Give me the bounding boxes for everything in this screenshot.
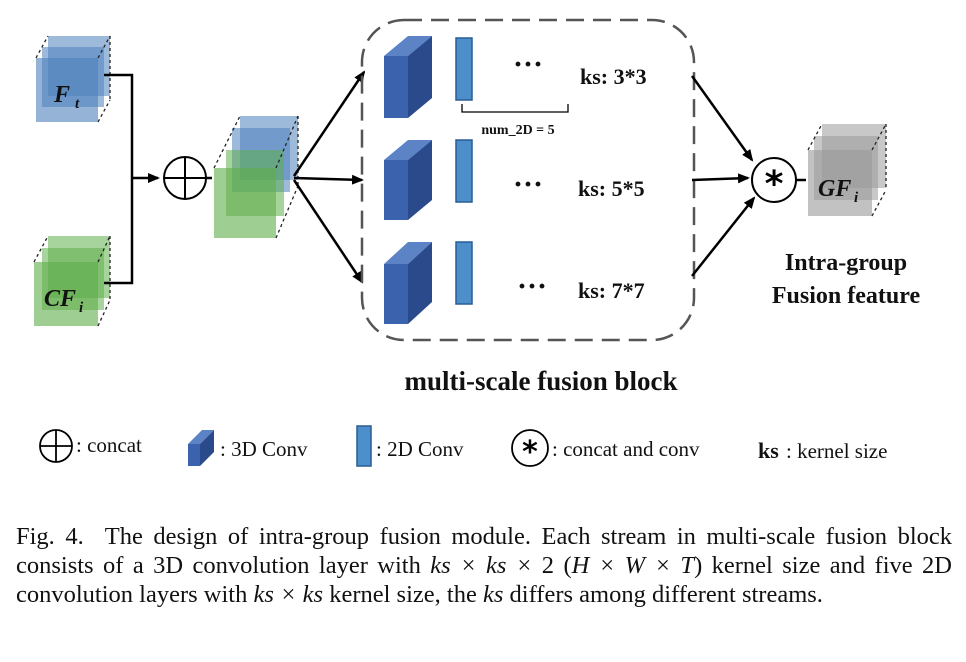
- block-title: multi-scale fusion block: [404, 366, 677, 396]
- legend-kernel-size: ks : kernel size: [758, 438, 887, 463]
- legend-concat: : concat: [39, 429, 142, 463]
- caption-math: ks × ks: [253, 581, 324, 608]
- conv2d-block: [455, 139, 473, 203]
- merge-arrows: [690, 75, 756, 277]
- ft-label: F: [53, 82, 70, 108]
- stream-1: ··· ks: 3*3 num_2D = 5: [384, 36, 647, 138]
- legend-ks-text: : kernel size: [786, 439, 887, 463]
- legend-concat-text: : concat: [76, 433, 142, 457]
- stream-arrows: [292, 70, 366, 284]
- ks-label-3: ks: 7*7: [578, 278, 645, 303]
- caption-math: H × W × T: [571, 552, 695, 579]
- gfi-label: GF: [818, 176, 851, 202]
- num-2d-bracket: [461, 104, 569, 113]
- caption-text: kernel size, the: [323, 581, 483, 608]
- caption-text: The design of intra-group fusion module.…: [16, 523, 952, 579]
- caption-text: differs among different streams.: [503, 581, 823, 608]
- conv2d-block: [455, 37, 473, 101]
- conv3d-block: [384, 242, 432, 324]
- concat-feature-stack: [213, 115, 299, 239]
- legend-3d-conv: : 3D Conv: [188, 430, 308, 466]
- svg-text:*: *: [765, 164, 784, 205]
- output-title-line2: Fusion feature: [772, 283, 921, 309]
- fusion-diagram: F t CF i: [33, 18, 921, 470]
- ks-label-2: ks: 5*5: [578, 176, 645, 201]
- stream-3: ··· ks: 7*7: [384, 241, 645, 324]
- legend-concat-conv-text: : concat and conv: [552, 437, 700, 461]
- legend-3d-conv-text: : 3D Conv: [220, 437, 308, 461]
- multi-scale-fusion-block: [360, 18, 696, 342]
- conv2d-block: [455, 241, 473, 305]
- gfi-subscript: i: [854, 190, 859, 206]
- concat-conv-symbol: *: [751, 157, 797, 205]
- ft-subscript: t: [75, 96, 80, 112]
- concat-symbol: [163, 156, 207, 200]
- ellipsis: ···: [513, 48, 543, 81]
- figure-caption: Fig. 4. The design of intra-group fusion…: [16, 522, 952, 609]
- cfi-subscript: i: [79, 300, 84, 316]
- caption-text: ) kernel size and five 2D convolution la…: [16, 552, 952, 608]
- legend-2d-conv-text: : 2D Conv: [376, 437, 464, 461]
- ks-label-1: ks: 3*3: [580, 64, 647, 89]
- output-title-line1: Intra-group: [785, 250, 907, 276]
- input-connectors: [104, 73, 160, 285]
- ellipsis: ···: [513, 168, 543, 201]
- stream-2: ··· ks: 5*5: [384, 139, 645, 220]
- cfi-label: CF: [44, 286, 76, 312]
- caption-math: ks: [482, 581, 504, 608]
- svg-text:*: *: [522, 435, 538, 470]
- legend-concat-conv: * : concat and conv: [511, 429, 700, 470]
- caption-fig-number: Fig. 4.: [16, 523, 84, 550]
- legend-2d-conv: : 2D Conv: [356, 425, 464, 467]
- num-2d-label: num_2D = 5: [481, 123, 554, 138]
- gfi-feature-stack: GF i: [807, 123, 887, 217]
- conv3d-block: [384, 36, 432, 118]
- caption-text: 2 (: [541, 552, 572, 579]
- ft-feature-stack: F t: [35, 35, 111, 123]
- conv3d-block: [384, 140, 432, 220]
- legend-ks-key: ks: [758, 438, 779, 463]
- cfi-feature-stack: CF i: [33, 235, 111, 327]
- legend: : concat : 3D Conv : 2D Conv * : concat …: [39, 425, 887, 470]
- ellipsis: ···: [517, 270, 547, 303]
- caption-math: ks × ks ×: [430, 552, 542, 579]
